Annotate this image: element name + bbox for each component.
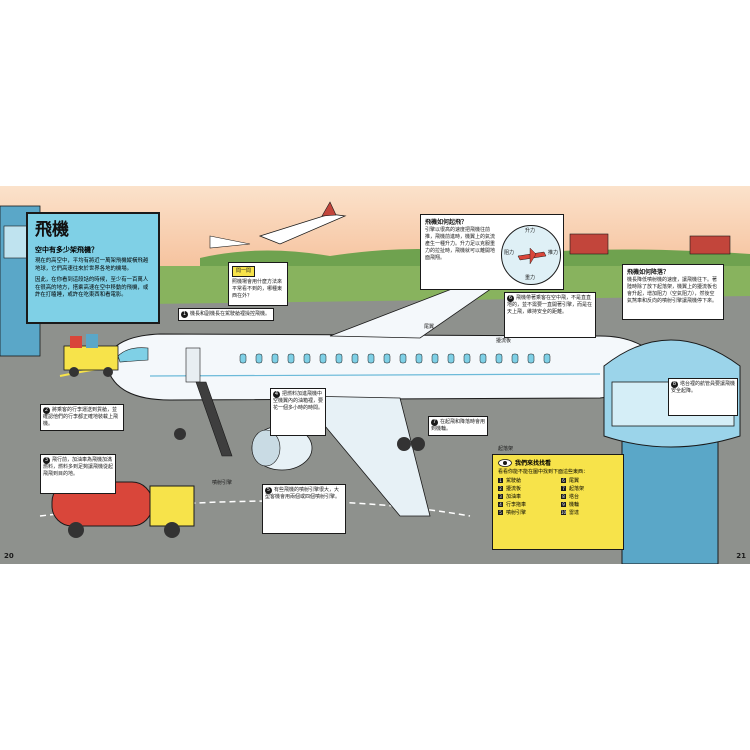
force-drag: 阻力 (504, 250, 515, 256)
flying-plane (258, 201, 347, 245)
question-tag: 問一問 (232, 266, 256, 277)
checkbox-icon: 6 (561, 478, 566, 483)
checkbox-icon: 10 (561, 510, 567, 515)
find-title: 我們來找找看 (515, 459, 552, 467)
book-spread: 飛機 空中有多少架飛機？ 現在的高空中，平均有將近一萬架飛機縱橫飛越地球，它們高… (0, 186, 750, 564)
intro-question: 空中有多少架飛機？ (35, 246, 98, 254)
baggage-truck (63, 334, 119, 377)
callout-number: 4 (273, 391, 280, 398)
callout-number: 8 (671, 381, 678, 388)
landing-text: 機長降低噴射機的速度，讓飛機往下。著陸時除了放下起落架，機翼上的擾流板也會升起，… (627, 277, 718, 304)
find-instruction: 看看你能不能在圖中找到下面這些東西： (498, 469, 589, 475)
label-gear: 起落架 (498, 446, 514, 452)
force-thrust: 推力 (547, 250, 558, 256)
label-spoiler: 擾流板 (496, 338, 512, 344)
force-gravity: 重力 (525, 275, 536, 281)
callout-number: 2 (43, 407, 50, 414)
checkbox-icon: 7 (561, 486, 566, 491)
checkbox-icon: 1 (498, 478, 503, 483)
eye-icon (498, 459, 512, 467)
question-box: 問一問 照機場會用什麼方法來平常看不到的，哪種東西在外？ (228, 262, 288, 306)
callout-number: 3 (43, 457, 50, 464)
callout-text: 塔台裡的航管員要讓飛機安全起降。 (671, 381, 736, 394)
checkbox-icon: 9 (561, 502, 566, 507)
forces-diagram: 升力 推力 阻力 重力 (501, 225, 561, 285)
takeoff-title: 飛機如何起飛？ (425, 219, 468, 226)
checkbox-icon: 4 (498, 502, 503, 507)
takeoff-text: 引擎以很高的速度把飛機往前推，飛機前進時，機翼上的氣流產生一種升力。升力足以克服… (425, 227, 496, 261)
callout-number: 6 (507, 295, 514, 302)
page-number-right: 21 (736, 552, 746, 560)
callout-number: 5 (265, 487, 272, 494)
callout-number: 7 (431, 419, 438, 426)
find-header: 我們來找找看 (498, 459, 618, 467)
force-lift: 升力 (525, 228, 536, 234)
page-title: 飛機 (35, 220, 69, 240)
intro-para-1: 現在的高空中，平均有將近一萬架飛機縱橫飛越地球，它們高速往來於世界各地的機場。 (35, 258, 149, 272)
landing-title: 飛機如何降落？ (627, 269, 670, 276)
label-tail: 尾翼 (424, 324, 435, 330)
landing-box: 飛機如何降落？ 機長降低噴射機的速度，讓飛機往下。著陸時除了放下起落架，機翼上的… (622, 264, 724, 320)
main-airplane (105, 281, 661, 517)
callout-text: 在起飛和降落時會用到機輪。 (431, 419, 486, 432)
callout-text: 將乘客的行李運送到貨艙，並確認他們的行李都正確地裝載上飛機。 (43, 407, 119, 427)
page-number-left: 20 (4, 552, 14, 560)
checkbox-icon: 2 (498, 486, 503, 491)
callout-text: 有些飛機的噴射引擎很大，大型客機會用兩個或四個噴射引擎。 (265, 487, 341, 500)
callout-text: 把燃料加進飛機中空機翼內的油箱裡，要花一個多小時的時間。 (273, 391, 324, 411)
takeoff-box: 飛機如何起飛？ 引擎以很高的速度把飛機往前推，飛機前進時，機翼上的氣流產生一種升… (420, 214, 564, 290)
callout-text: 飛機帶著乘客在空中飛，不是直直地的，並不需要一直開著引擎，而是在天上飛，維持安全… (507, 295, 593, 315)
callout-text: 機長和副機長在駕駛艙裡操控飛機。 (190, 311, 271, 317)
question-text: 照機場會用什麼方法來平常看不到的，哪種東西在外？ (232, 279, 283, 299)
checkbox-icon: 8 (561, 494, 566, 499)
checkbox-icon: 5 (498, 510, 503, 515)
callout-number: 1 (181, 311, 188, 318)
intro-para-2: 因此，在你看到這段話的時候，至少有一百萬人在很高的地方，搭乘高速在空中移動的飛機… (35, 277, 149, 298)
checkbox-icon: 3 (498, 494, 503, 499)
small-plane-icon (517, 247, 547, 265)
intro-panel: 飛機 空中有多少架飛機？ 現在的高空中，平均有將近一萬架飛機縱橫飛越地球，它們高… (26, 212, 160, 324)
label-engine: 噴射引擎 (212, 480, 233, 486)
callout-text: 飛行前，加油車為飛機加滿燃料，燃料多到足夠讓飛機從起飛飛到目的地。 (43, 457, 114, 477)
